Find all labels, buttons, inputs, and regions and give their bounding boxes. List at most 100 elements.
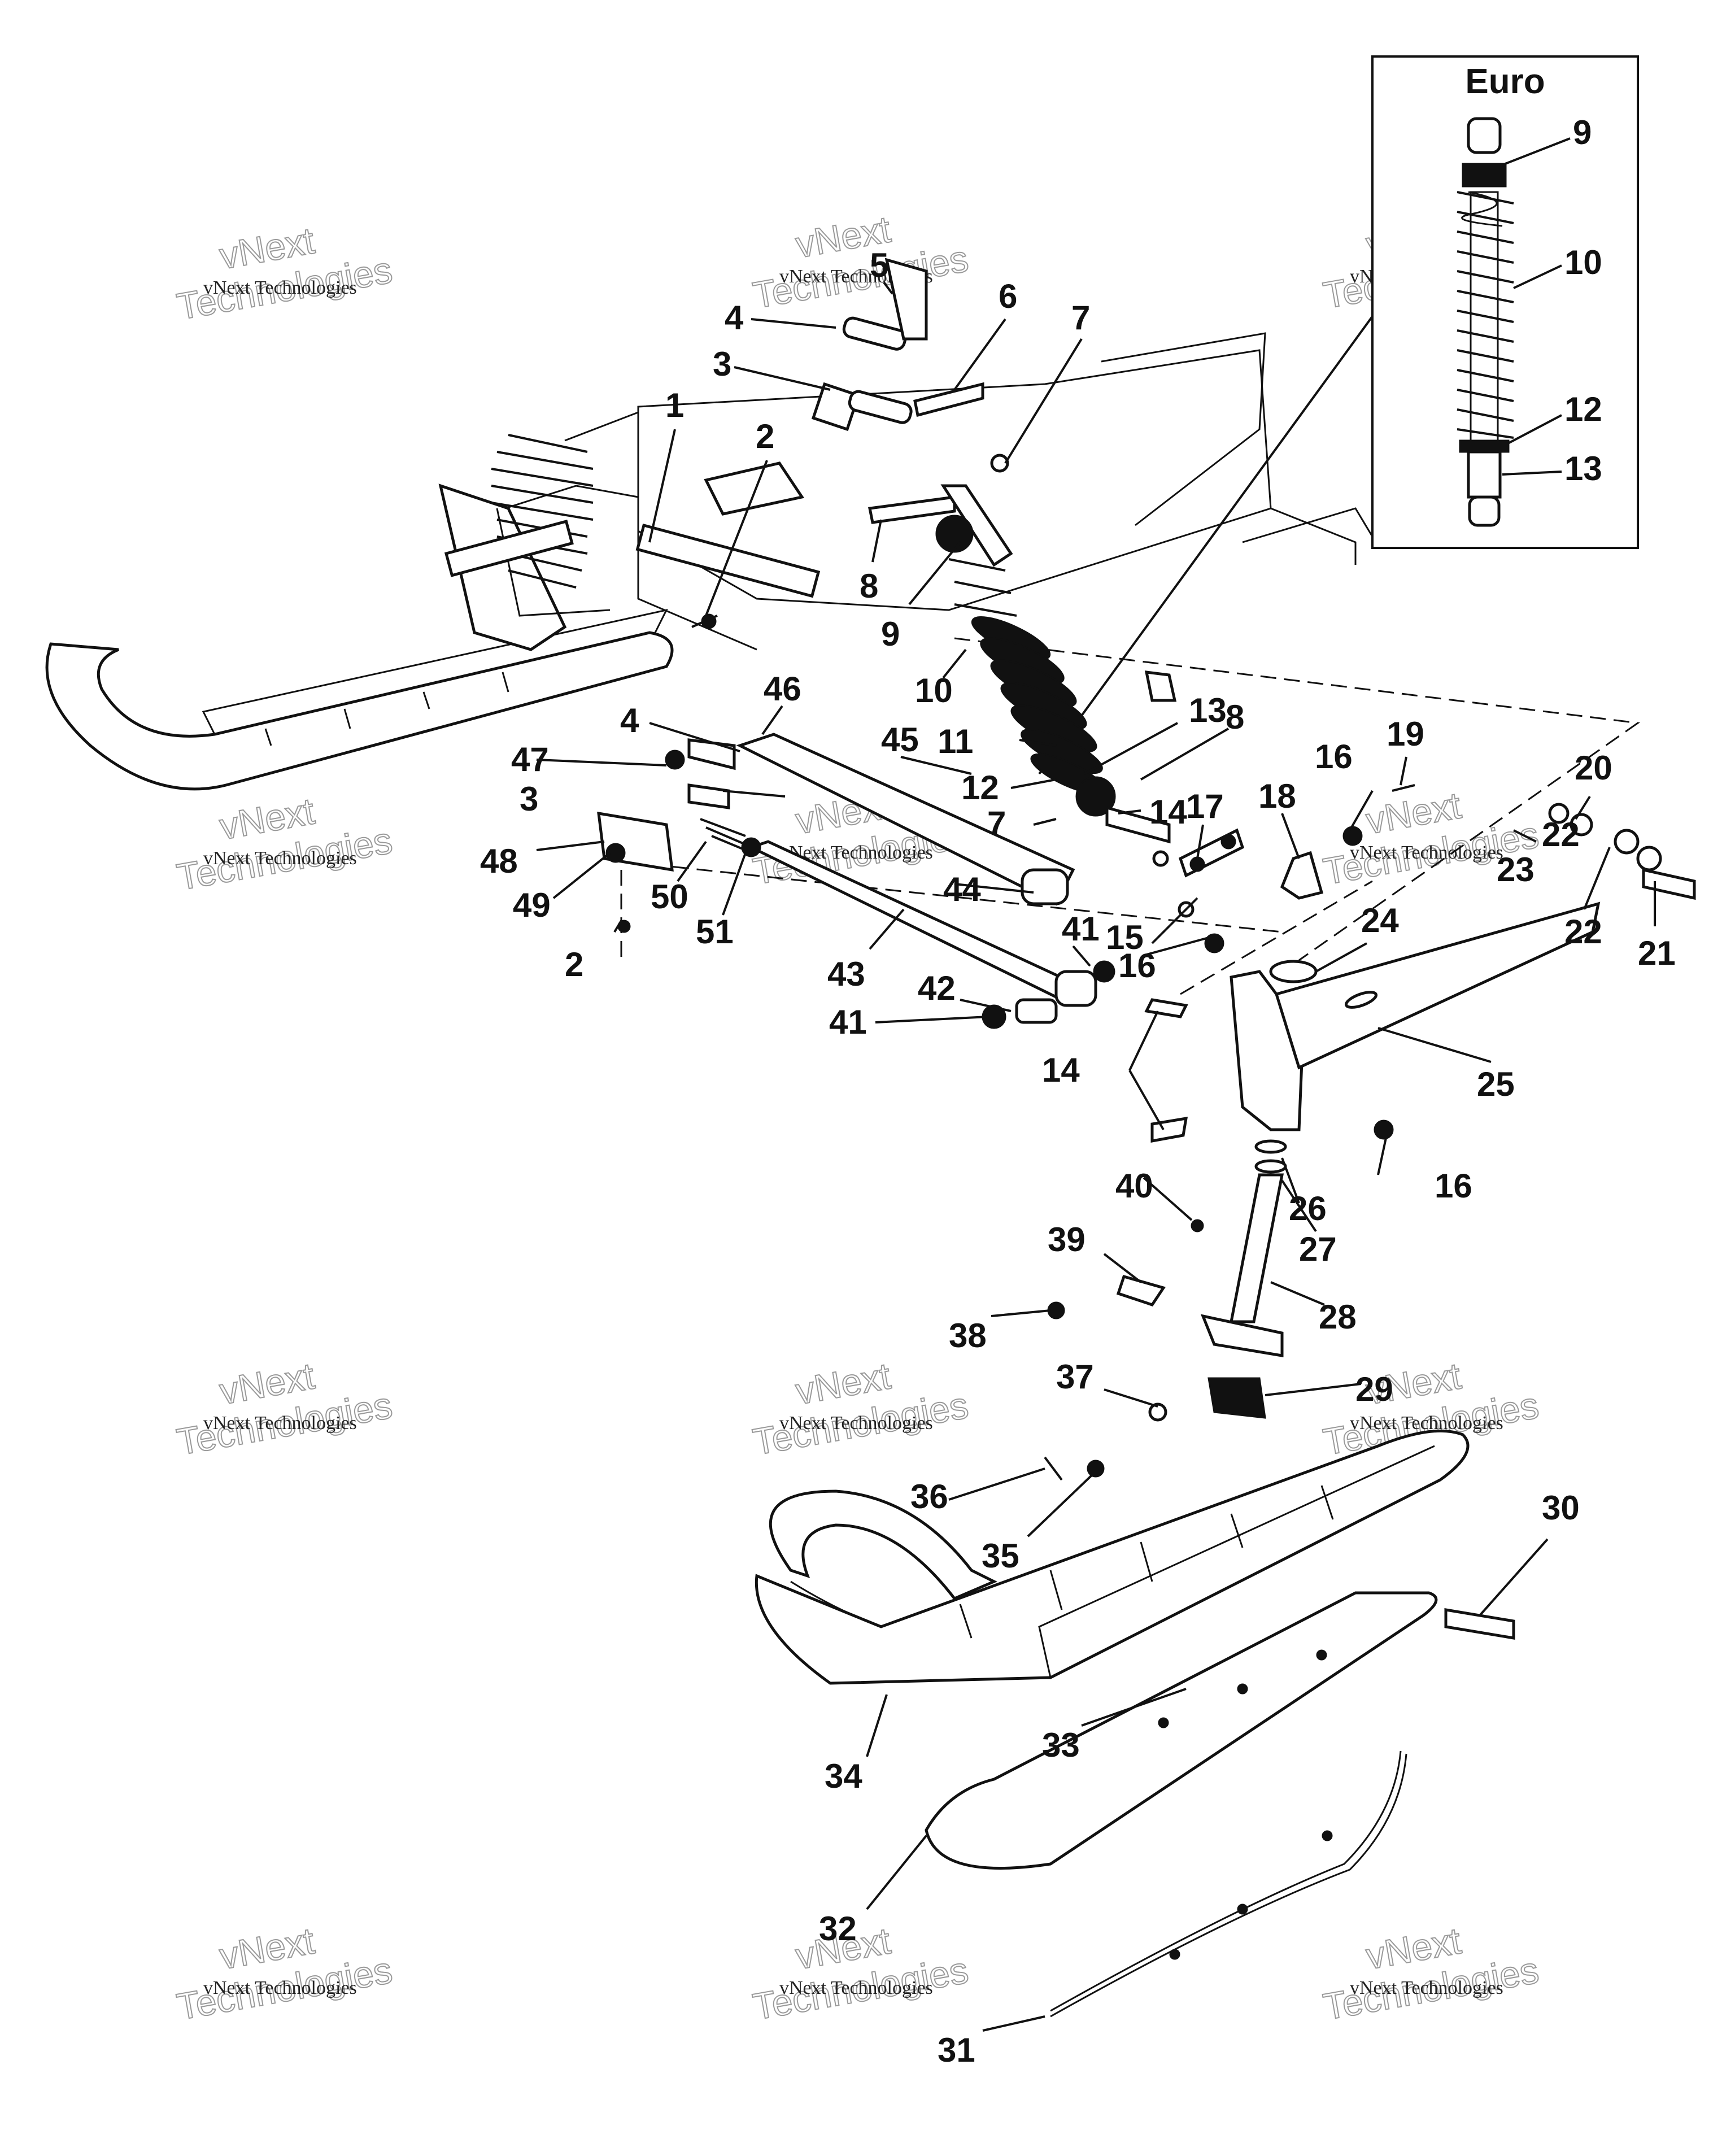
wear-bar [1050,1750,1402,2012]
callout-label: 14 [1042,1051,1080,1089]
bolt [868,495,956,524]
nut [990,454,1009,473]
callout-label: 28 [1319,1298,1357,1336]
callout-label: 41 [829,1003,867,1041]
callout-label: 27 [1299,1230,1337,1268]
nut [665,750,685,770]
callout-label: 2 [756,417,774,455]
bolt [1444,1608,1515,1640]
callout-label: 8 [860,567,878,605]
front-ski-assembly [755,1377,1515,2018]
callout-label: 36 [910,1478,948,1515]
euro-inset-frame [1371,55,1639,549]
main-spring-icon [948,558,1017,617]
callout-label: 23 [1497,851,1535,888]
callout-label: 3 [713,345,731,383]
bolt [1105,805,1171,844]
callout-label: 39 [1048,1221,1086,1258]
callout-label: 9 [881,615,900,653]
callout-label: 38 [949,1317,987,1354]
callout-label: 22 [1564,913,1602,951]
shock-lower-eye [1075,776,1116,817]
callout-label: 44 [943,870,981,908]
bolt [1642,868,1696,900]
callout-label: 17 [1186,787,1224,825]
euro-inset: Euro 9 10 12 13 [1038,55,1639,775]
watermark: Technologies vNext vNext Technologies [173,1354,396,1464]
callout-label: 18 [1258,777,1296,815]
spring-icon [700,818,746,851]
svg-text:vNext Technologies: vNext Technologies [203,277,357,298]
callout-label: 14 [1149,793,1187,831]
callout-label: 21 [1638,934,1676,972]
callout-leaders [536,281,1656,2032]
callout-label: 20 [1575,749,1612,787]
callout-label: 4 [725,299,744,337]
watermark: Technologies vNext vNext Technologies [749,1354,972,1464]
leader-to-main-shock [1038,315,1374,775]
bolt [1150,1116,1188,1143]
control-arms [597,733,1115,1029]
callout-label: 35 [982,1537,1019,1575]
svg-text:vNext Technologies: vNext Technologies [779,1413,933,1434]
link-plate [687,783,730,809]
bolt [884,258,928,341]
callout-label: 51 [696,913,734,951]
bolt [1144,670,1177,702]
euro-shock-icon [1457,117,1514,527]
callout-label: 11 [938,722,973,760]
callout-label: 7 [1071,299,1090,337]
callout-label: 43 [827,955,865,993]
bolt [1144,998,1188,1018]
callout-label: 4 [620,702,639,739]
callout-label: 10 [1564,243,1602,281]
callout-label: 29 [1355,1370,1393,1408]
callout-label: 33 [1042,1726,1080,1764]
callout-label: 16 [1435,1167,1472,1205]
svg-text:vNext Technologies: vNext Technologies [779,1978,933,1998]
callout-labels: 1 2 2 3 3 4 4 5 6 7 7 8 8 9 10 11 12 13 … [480,246,1676,2069]
watermark: Technologies vNext vNext Technologies [173,1919,396,2028]
callout-label: 16 [1118,947,1156,985]
callout-label: 10 [915,672,953,709]
callout-label: 8 [1226,698,1244,736]
callout-label: 13 [1189,691,1227,729]
callout-label: 19 [1387,715,1424,753]
bracket [704,461,805,516]
callout-label: 3 [520,780,538,818]
callout-label: 31 [938,2031,975,2069]
callout-label: 13 [1564,450,1602,487]
callout-label: 32 [819,1910,857,1948]
watermarks: Technologies vNext vNext Technologies Te… [173,207,1542,2028]
callout-label: 16 [1315,738,1353,776]
callout-label: 22 [1542,816,1580,853]
left-ski-assembly [45,434,674,791]
cotter-pin [701,613,717,629]
spindle-assembly [1047,784,1696,1357]
watermark: Technologies vNext vNext Technologies [749,1919,972,2028]
callout-label: 50 [651,878,688,916]
callout-label: 45 [881,721,919,759]
callout-label: 25 [1477,1065,1515,1103]
mount-bracket [597,811,674,872]
svg-text:vNext Technologies: vNext Technologies [203,1978,357,1998]
euro-title: Euro [1465,62,1545,101]
link-plate [842,316,907,351]
watermark: Technologies vNext vNext Technologies [173,219,396,328]
callout-label: 40 [1115,1167,1153,1205]
svg-text:vNext Technologies: vNext Technologies [1350,1978,1503,1998]
shock-eye [935,515,974,553]
callout-label: 5 [870,246,888,284]
arm-bushing [1021,868,1069,905]
trailing-arm [1274,901,1601,1070]
callout-label: 24 [1361,901,1399,939]
ski-saddle [1207,1377,1266,1419]
callout-label: 15 [1106,918,1144,956]
callout-label: 41 [1062,910,1100,948]
upper-mount-parts [635,258,1013,629]
spindle-foot [1200,1314,1284,1357]
upper-control-arm [736,733,1075,906]
callout-label: 12 [1564,390,1602,428]
spindle-shaft [1229,1173,1284,1323]
main-shock-assembly [935,515,1177,817]
